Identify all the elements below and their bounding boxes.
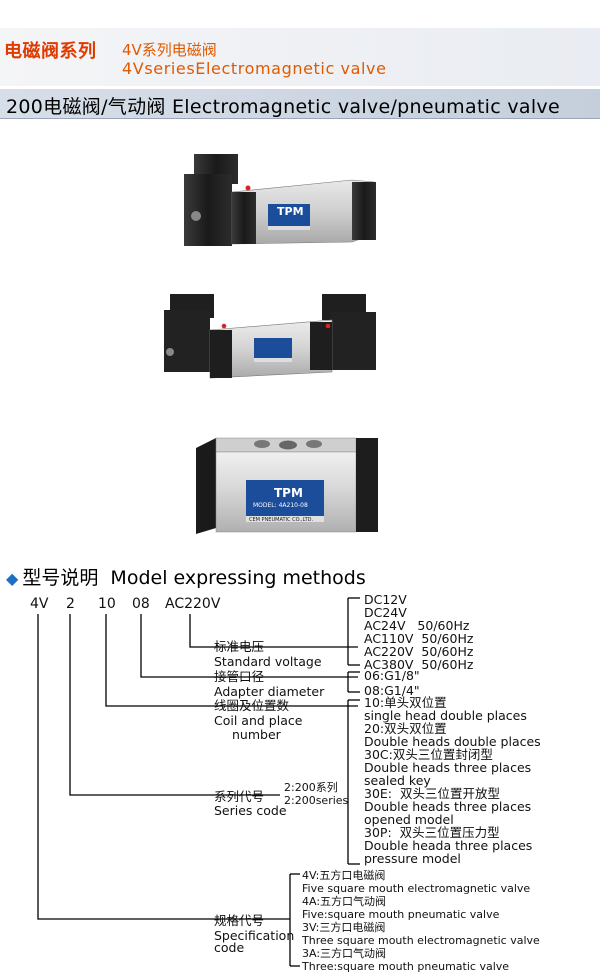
coil-option: opened model [364, 812, 454, 827]
voltage-option: AC24V 50/60Hz [364, 618, 470, 633]
spec-label-en: Specification [214, 928, 295, 943]
valve-pneumatic-image [186, 430, 386, 540]
model-heading-cn: 型号说明 [22, 567, 99, 589]
voltage-option: AC220V 50/60Hz [364, 644, 474, 659]
coil-label-cn: 线圈及位置数 [214, 698, 290, 713]
code-10: 10 [98, 596, 116, 612]
adapter-label-en: Adapter diameter [214, 684, 325, 699]
series-subtitle-cn: 4V系列电磁阀 [122, 41, 217, 59]
series-label-cn: 系列代号 [214, 789, 265, 804]
coil-label-en-2: number [232, 727, 281, 742]
voltage-option: DC12V [364, 592, 407, 607]
voltage-option: DC24V [364, 605, 407, 620]
adapter-option: 06:G1/8" [364, 668, 420, 683]
series-option: 2:200系列 [284, 781, 338, 794]
spec-label-en-2: code [214, 940, 245, 955]
spec-label-cn: 规格代号 [214, 913, 265, 928]
spec-option: Three:square mouth pneumatic valve [302, 960, 510, 973]
voltage-label-en: Standard voltage [214, 654, 322, 669]
coil-option: 10:单头双位置 [364, 695, 447, 710]
spec-option: 4A:五方口气动阀 [302, 895, 387, 908]
coil-option: 30C:双头三位置封闭型 [364, 747, 493, 762]
code-4v: 4V [30, 596, 49, 612]
title-band [0, 89, 600, 119]
spec-option: 4V:五方口电磁阀 [302, 869, 386, 882]
coil-option: 30P: 双头三位置压力型 [364, 825, 500, 840]
coil-option: Double heads three places [364, 799, 532, 814]
series-option: 2:200series [284, 794, 349, 807]
voltage-label-cn: 标准电压 [214, 639, 265, 654]
spec-option: Five:square mouth pneumatic valve [302, 908, 500, 921]
voltage-option: AC380V 50/60Hz [364, 657, 474, 672]
coil-option: 20:双头双位置 [364, 721, 447, 736]
code-08: 08 [132, 596, 150, 612]
series-title: 电磁阀系列 [4, 41, 97, 62]
code-ac220v: AC220V [165, 596, 221, 612]
spec-option: Five square mouth electromagnetic valve [302, 882, 531, 895]
series-subtitle-en: 4VseriesElectromagnetic valve [122, 59, 387, 78]
coil-option: Double heads double places [364, 734, 541, 749]
brand-label-1: TPM [277, 205, 304, 218]
valve-single-coil-image [176, 152, 386, 262]
adapter-label-cn: 接管口径 [214, 669, 265, 684]
adapter-option: 08:G1/4" [364, 683, 420, 698]
model-section-heading: ◆型号说明 Model expressing methods [6, 563, 366, 590]
model-heading-en: Model expressing methods [110, 567, 366, 589]
spec-option: Three square mouth electromagnetic valve [302, 934, 540, 947]
coil-option: sealed key [364, 773, 431, 788]
voltage-option: AC110V 50/60Hz [364, 631, 474, 646]
page-title: 200电磁阀/气动阀 Electromagnetic valve/pneumat… [6, 96, 560, 118]
coil-option: pressure model [364, 851, 461, 866]
model-plate-label: MODEL: 4A210-08 [253, 502, 308, 509]
coil-option: Double heads three places [364, 760, 532, 775]
coil-option: single head double places [364, 708, 527, 723]
spec-option: 3A:三方口气动阀 [302, 947, 387, 960]
diamond-bullet-icon: ◆ [6, 569, 19, 588]
coil-option: Double heada three places [364, 838, 533, 853]
spec-option: 3V:三方口电磁阀 [302, 921, 386, 934]
valve-double-coil-image [160, 290, 390, 390]
code-2: 2 [66, 596, 75, 612]
maker-plate-label: CEM PNEUMATIC CO.,LTD. [249, 517, 314, 523]
series-label-en: Series code [214, 803, 287, 818]
coil-label-en: Coil and place [214, 713, 303, 728]
coil-option: 30E: 双头三位置开放型 [364, 786, 500, 801]
brand-label-3: TPM [274, 486, 303, 500]
header-band [0, 28, 600, 86]
